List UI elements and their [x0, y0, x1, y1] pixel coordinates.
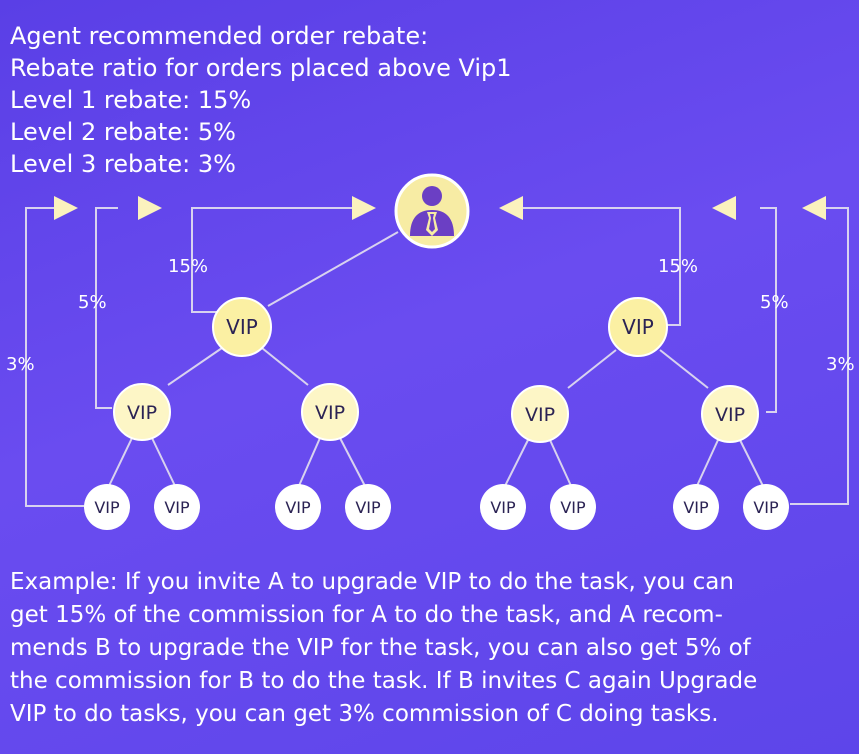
vip-label: VIP	[127, 402, 157, 424]
rebate-header: Agent recommended order rebate: Rebate r…	[10, 20, 512, 180]
agent-node	[394, 173, 470, 249]
header-level3-rate: Level 3 rebate: 3%	[10, 150, 236, 178]
rebate-arrows	[54, 196, 826, 220]
left-rebate-brackets	[25, 207, 352, 507]
vip-label: VIP	[94, 498, 120, 517]
arrow-icon	[138, 196, 162, 220]
example-line: mends B to upgrade the VIP for the task,…	[10, 635, 751, 661]
vip-node-level1-left: VIP	[212, 297, 272, 357]
connector	[549, 439, 573, 489]
connector	[107, 437, 133, 489]
vip-node-level3: VIP	[84, 484, 130, 530]
header-subtitle: Rebate ratio for orders placed above Vip…	[10, 54, 512, 82]
bracket-level3-right	[790, 207, 849, 505]
tree-connectors	[107, 231, 765, 489]
vip-label: VIP	[715, 404, 745, 426]
vip-label: VIP	[355, 498, 381, 517]
rate-label-level2-right: 5%	[760, 292, 789, 313]
connector	[151, 437, 177, 489]
bracket-level1-left	[191, 207, 352, 313]
bracket-level1-right	[523, 207, 681, 326]
vip-node-level3: VIP	[673, 484, 719, 530]
connector	[695, 439, 719, 489]
example-paragraph: Example: If you invite A to upgrade VIP …	[10, 566, 856, 731]
vip-node-level3: VIP	[275, 484, 321, 530]
vip-label: VIP	[622, 315, 654, 339]
rate-label-level3-right: 3%	[826, 354, 855, 375]
arrow-icon	[802, 196, 826, 220]
connector	[167, 347, 223, 386]
vip-node-level3: VIP	[480, 484, 526, 530]
connector	[567, 349, 617, 389]
connector	[267, 231, 399, 307]
vip-node-level3: VIP	[345, 484, 391, 530]
arrow-icon	[499, 196, 523, 220]
connector	[739, 439, 765, 489]
example-line: get 15% of the commission for A to do th…	[10, 602, 723, 628]
rate-label-level3-left: 3%	[6, 354, 35, 375]
vip-node-level2: VIP	[113, 383, 171, 441]
person-tie-icon	[410, 186, 454, 236]
vip-node-level1-right: VIP	[608, 297, 668, 357]
rate-label-level1-right: 15%	[658, 256, 698, 277]
vip-label: VIP	[226, 315, 258, 339]
header-title: Agent recommended order rebate:	[10, 22, 429, 50]
bracket-level3-left	[25, 207, 84, 507]
connector	[261, 347, 309, 386]
vip-label: VIP	[525, 404, 555, 426]
vip-label: VIP	[285, 498, 311, 517]
connector	[659, 349, 709, 389]
vip-label: VIP	[315, 402, 345, 424]
header-level1-rate: Level 1 rebate: 15%	[10, 86, 252, 114]
connector	[503, 439, 529, 489]
example-line: the commission for B to do the task. If …	[10, 668, 758, 694]
bracket-level2-right	[760, 207, 777, 413]
vip-label: VIP	[683, 498, 709, 517]
vip-node-level2: VIP	[301, 383, 359, 441]
arrow-icon	[54, 196, 78, 220]
example-line: VIP to do tasks, you can get 3% commissi…	[10, 701, 719, 727]
vip-label: VIP	[753, 498, 779, 517]
referral-tree-diagram: 15% 5% 3% 15% 5% 3% VIP VIP VIP VIP VIP …	[6, 173, 855, 530]
header-level2-rate: Level 2 rebate: 5%	[10, 118, 236, 146]
rate-label-level1-left: 15%	[168, 256, 208, 277]
bracket-level2-left	[95, 207, 118, 409]
example-line: Example: If you invite A to upgrade VIP …	[10, 569, 734, 595]
vip-node-level2: VIP	[701, 385, 759, 443]
vip-node-level2: VIP	[511, 385, 569, 443]
rate-label-level2-left: 5%	[78, 292, 107, 313]
arrow-icon	[712, 196, 736, 220]
vip-node-level3: VIP	[154, 484, 200, 530]
vip-label: VIP	[560, 498, 586, 517]
right-rebate-brackets	[523, 207, 849, 505]
vip-node-level3: VIP	[550, 484, 596, 530]
connector	[339, 437, 367, 489]
connector	[297, 437, 321, 489]
vip-label: VIP	[164, 498, 190, 517]
arrow-icon	[352, 196, 376, 220]
vip-node-level3: VIP	[743, 484, 789, 530]
vip-label: VIP	[490, 498, 516, 517]
